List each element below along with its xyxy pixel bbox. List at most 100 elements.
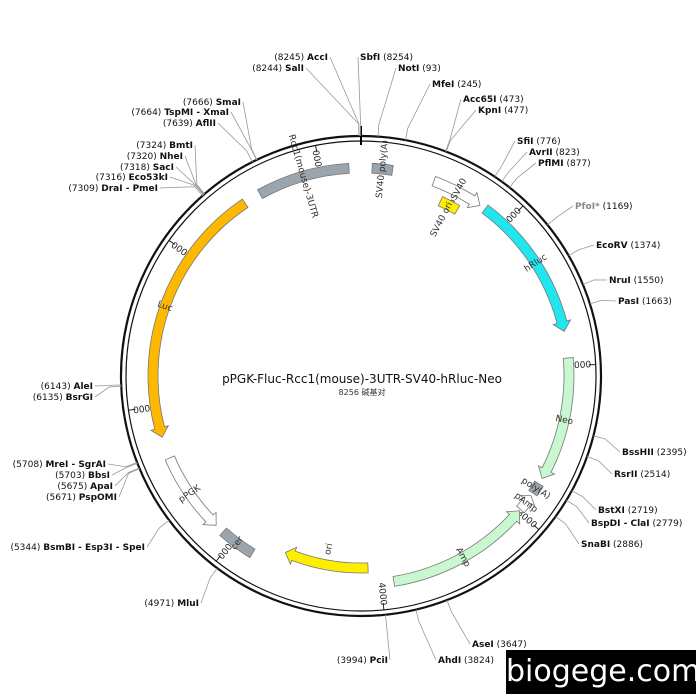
site-label: (5671) PspOMI bbox=[46, 493, 117, 503]
site-position: (5344) bbox=[10, 543, 40, 553]
tick-mark bbox=[215, 555, 221, 562]
tick-mark bbox=[533, 524, 540, 530]
site-label: (5708) MreI - SgrAI bbox=[13, 460, 106, 470]
site-name: BssHII bbox=[622, 448, 654, 458]
site-position: (2886) bbox=[613, 540, 643, 550]
feature-ppgk: pPGK bbox=[164, 455, 217, 526]
site-name: AflII bbox=[196, 119, 216, 129]
site-label: AhdI (3824) bbox=[438, 656, 494, 666]
site-position: (5675) bbox=[57, 482, 87, 492]
site-position: (3647) bbox=[497, 640, 527, 650]
site-position: (8245) bbox=[274, 53, 304, 63]
site-noti: NotI (93) bbox=[377, 64, 441, 137]
site-position: (6135) bbox=[33, 393, 63, 403]
site-position: (7316) bbox=[96, 173, 126, 183]
site-leader bbox=[509, 162, 537, 188]
site-leader bbox=[242, 101, 258, 160]
site-label: BstXI (2719) bbox=[598, 506, 658, 516]
site-leader bbox=[146, 520, 170, 548]
site-position: (2779) bbox=[652, 519, 682, 529]
site-leader bbox=[184, 155, 205, 195]
site-leader bbox=[566, 499, 590, 524]
site-name: SacI bbox=[153, 163, 174, 173]
site-name: ApaI bbox=[90, 482, 113, 492]
site-leader bbox=[445, 109, 477, 152]
site-leader bbox=[230, 111, 257, 161]
feature-sv40polyA: SV40 poly(A) bbox=[371, 140, 394, 199]
site-label: (6135) BsrGI bbox=[33, 393, 93, 403]
site-bsshii: BssHII (2395) bbox=[593, 435, 687, 458]
plasmid-size: 8256 碱基对 bbox=[339, 387, 386, 397]
feature-arrow bbox=[537, 357, 575, 479]
feature-label: Luc bbox=[156, 300, 174, 315]
site-position: (1663) bbox=[642, 297, 672, 307]
site-position: (2395) bbox=[657, 448, 687, 458]
tick-mark bbox=[315, 145, 318, 153]
tick-label: 4000 bbox=[376, 582, 388, 606]
site-aflii: (7639) AflII bbox=[163, 119, 253, 163]
site-bbsi: (5703) BbsI bbox=[55, 462, 138, 481]
feature-arrow bbox=[219, 527, 256, 559]
feature-label: ori bbox=[323, 542, 335, 555]
site-name: NotI bbox=[398, 64, 419, 74]
feature-arrow bbox=[147, 198, 249, 438]
feature-arrow bbox=[481, 204, 572, 332]
site-label: (5675) ApaI bbox=[57, 482, 113, 492]
site-leader bbox=[589, 299, 617, 305]
site-label: (5703) BbsI bbox=[55, 471, 110, 481]
site-name: MfeI bbox=[432, 80, 454, 90]
site-label: MfeI (245) bbox=[432, 80, 481, 90]
site-label: (7309) DraI - PmeI bbox=[68, 184, 158, 194]
site-bstxi: BstXI (2719) bbox=[571, 490, 658, 516]
feature-cer: cer bbox=[219, 527, 256, 559]
site-sbfi: SbfI (8254) bbox=[357, 53, 413, 137]
site-snabi: SnaBI (2886) bbox=[555, 516, 643, 550]
site-label: SbfI (8254) bbox=[360, 53, 413, 63]
site-leader bbox=[217, 122, 253, 163]
site-leader bbox=[571, 490, 597, 511]
site-name: NruI bbox=[609, 276, 631, 286]
site-label: KpnI (477) bbox=[478, 106, 528, 116]
site-leader bbox=[446, 599, 471, 645]
feature-hrluc: hRluc bbox=[481, 204, 572, 332]
site-label: BssHII (2395) bbox=[622, 448, 687, 458]
site-label: Acc65I (473) bbox=[463, 95, 524, 105]
site-label: (8245) AccI bbox=[274, 53, 328, 63]
site-position: (7664) bbox=[131, 108, 161, 118]
site-name: SmaI bbox=[216, 98, 241, 108]
site-label: PfoI* (1169) bbox=[575, 202, 633, 212]
site-name: SfiI bbox=[517, 137, 534, 147]
feature-neo: Neo bbox=[537, 357, 575, 479]
site-label: (6143) AleI bbox=[41, 382, 93, 392]
site-name: MreI - SgrAI bbox=[45, 460, 106, 470]
site-leader bbox=[200, 568, 218, 604]
site-position: (1169) bbox=[603, 202, 633, 212]
feature-psv40: pSV40 bbox=[431, 175, 481, 209]
site-name: AseI bbox=[472, 640, 494, 650]
site-name: BsmBI - Esp3I - SpeI bbox=[43, 543, 145, 553]
site-nrui: NruI (1550) bbox=[582, 276, 664, 286]
site-pflmi: PflMI (877) bbox=[509, 159, 591, 188]
site-pasi: PasI (1663) bbox=[589, 297, 672, 307]
feature-arrow bbox=[437, 196, 461, 215]
site-leader bbox=[555, 516, 580, 545]
site-leader bbox=[169, 176, 204, 196]
feature-rcc1: Rcc1(mouse)-3UTR bbox=[257, 133, 350, 219]
site-pfoi-: PfoI* (1169) bbox=[547, 202, 633, 226]
site-leader bbox=[94, 386, 122, 398]
backbone bbox=[119, 126, 603, 618]
site-position: (1374) bbox=[630, 241, 660, 251]
site-label: SfiI (776) bbox=[517, 137, 561, 147]
site-name: Eco53kI bbox=[128, 173, 168, 183]
site-leader bbox=[494, 140, 516, 177]
site-position: (7320) bbox=[127, 152, 157, 162]
site-position: (4971) bbox=[144, 599, 174, 609]
site-label: (7316) Eco53kI bbox=[96, 173, 168, 183]
site-name: BsrGI bbox=[66, 393, 93, 403]
site-position: (7318) bbox=[120, 163, 150, 173]
site-label: (4971) MluI bbox=[144, 599, 199, 609]
site-label: (5344) BsmBI - Esp3I - SpeI bbox=[10, 543, 145, 553]
site-position: (8254) bbox=[383, 53, 413, 63]
